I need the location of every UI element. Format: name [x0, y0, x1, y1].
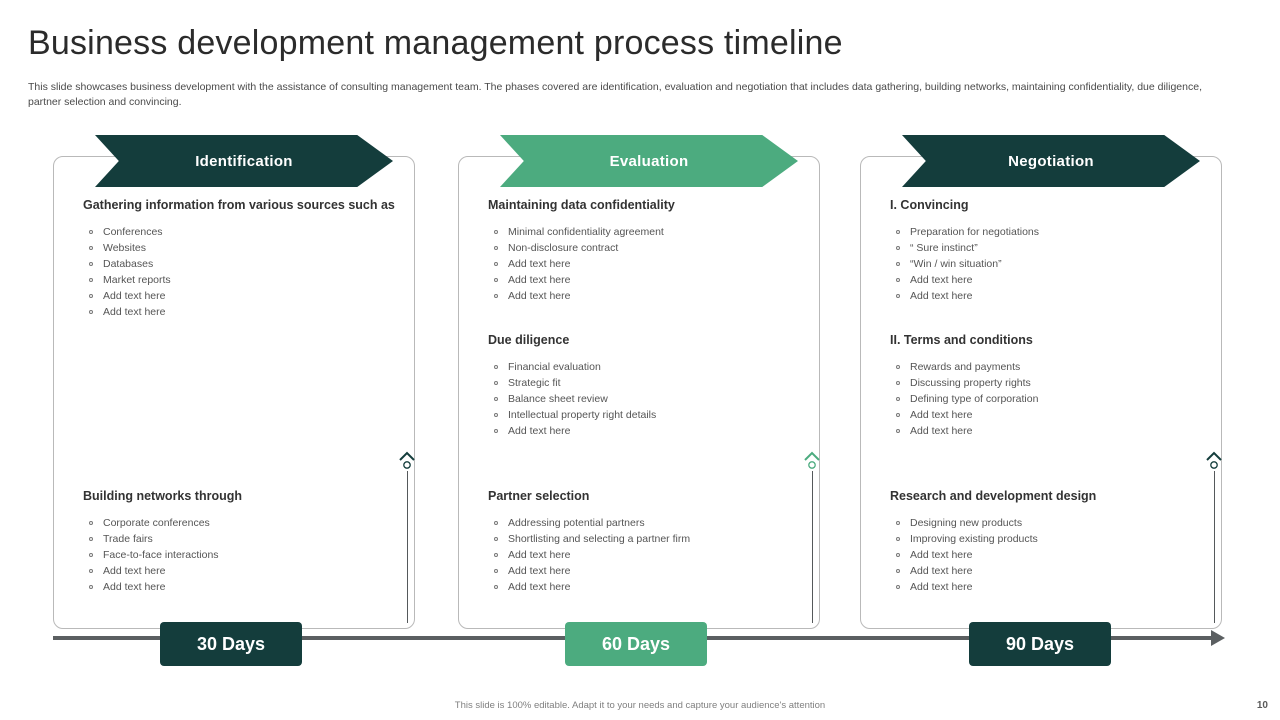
list-item: Add text here	[896, 579, 1208, 595]
bullet-list: Financial evaluation Strategic fit Balan…	[488, 359, 806, 439]
phase-column-identification: Identification Gathering information fro…	[53, 135, 417, 635]
milestone-badge-60-days[interactable]: 60 Days	[565, 622, 707, 666]
marker-stem	[407, 471, 408, 623]
milestone-badge-90-days[interactable]: 90 Days	[969, 622, 1111, 666]
list-item: Add text here	[896, 407, 1208, 423]
section-heading: Research and development design	[890, 489, 1097, 503]
list-item: Minimal confidentiality agreement	[494, 224, 806, 240]
spacer	[488, 304, 806, 332]
list-item: Add text here	[896, 563, 1208, 579]
list-item: Websites	[89, 240, 401, 256]
list-item: Add text here	[896, 272, 1208, 288]
list-item: Add text here	[494, 272, 806, 288]
list-item: Rewards and payments	[896, 359, 1208, 375]
phase-lower-content: Partner selection Addressing potential p…	[488, 488, 806, 595]
list-item: Add text here	[896, 547, 1208, 563]
bullet-list: Corporate conferences Trade fairs Face-t…	[83, 515, 401, 595]
list-item: Corporate conferences	[89, 515, 401, 531]
bullet-list: Conferences Websites Databases Market re…	[83, 224, 401, 320]
spacer	[890, 304, 1208, 332]
list-item: Defining type of corporation	[896, 391, 1208, 407]
list-item: Financial evaluation	[494, 359, 806, 375]
list-item: Add text here	[89, 304, 401, 320]
list-item: Non-disclosure contract	[494, 240, 806, 256]
list-item: Improving existing products	[896, 531, 1208, 547]
list-item: Intellectual property right details	[494, 407, 806, 423]
bullet-list: Preparation for negotiations “ Sure inst…	[890, 224, 1208, 304]
phase-banner-label: Evaluation	[609, 152, 689, 170]
phase-banner-label: Negotiation	[1008, 152, 1094, 170]
marker-stem	[1214, 471, 1215, 623]
list-item: Shortlisting and selecting a partner fir…	[494, 531, 806, 547]
section-heading: Maintaining data confidentiality	[488, 198, 675, 212]
list-item: Discussing property rights	[896, 375, 1208, 391]
list-item: “Win / win situation”	[896, 256, 1208, 272]
list-item: Add text here	[494, 579, 806, 595]
list-item: Add text here	[494, 256, 806, 272]
section-heading: Due diligence	[488, 333, 570, 347]
chevron-up-pin-icon	[803, 451, 821, 471]
phase-banner-negotiation[interactable]: Negotiation	[902, 135, 1200, 187]
list-item: Add text here	[494, 547, 806, 563]
list-item: Add text here	[89, 563, 401, 579]
list-item: Conferences	[89, 224, 401, 240]
list-item: Add text here	[896, 423, 1208, 439]
phase-lower-content: Research and development design Designin…	[890, 488, 1208, 595]
timeline-board: Identification Gathering information fro…	[0, 135, 1280, 655]
list-item: Designing new products	[896, 515, 1208, 531]
footer-note: This slide is 100% editable. Adapt it to…	[454, 700, 826, 711]
bullet-list: Addressing potential partners Shortlisti…	[488, 515, 806, 595]
chevron-up-pin-icon	[398, 451, 416, 471]
phase-column-negotiation: Negotiation I. Convincing Preparation fo…	[860, 135, 1224, 635]
list-item: Addressing potential partners	[494, 515, 806, 531]
list-item: Trade fairs	[89, 531, 401, 547]
list-item: Add text here	[494, 423, 806, 439]
chevron-up-pin-icon	[1205, 451, 1223, 471]
list-item: Databases	[89, 256, 401, 272]
phase-banner-identification[interactable]: Identification	[95, 135, 393, 187]
list-item: Preparation for negotiations	[896, 224, 1208, 240]
phase-banner-label: Identification	[195, 152, 293, 170]
slide-description: This slide showcases business developmen…	[28, 81, 1202, 108]
section-heading: Gathering information from various sourc…	[83, 198, 395, 212]
marker-stem	[812, 471, 813, 623]
milestone-label: 90 Days	[1005, 633, 1075, 654]
phase-upper-content: Maintaining data confidentiality Minimal…	[488, 197, 806, 439]
page-number: 10	[1256, 700, 1268, 711]
phase-card	[458, 156, 820, 629]
phase-upper-content: Gathering information from various sourc…	[83, 197, 401, 320]
bullet-list: Designing new products Improving existin…	[890, 515, 1208, 595]
list-item: Add text here	[494, 563, 806, 579]
milestone-badge-30-days[interactable]: 30 Days	[160, 622, 302, 666]
milestone-label: 60 Days	[601, 633, 671, 654]
section-heading: I. Convincing	[890, 198, 969, 212]
list-item: “ Sure instinct”	[896, 240, 1208, 256]
list-item: Add text here	[89, 579, 401, 595]
timeline-arrow-head-icon	[1211, 630, 1225, 646]
list-item: Add text here	[494, 288, 806, 304]
phase-lower-content: Building networks through Corporate conf…	[83, 488, 401, 595]
bullet-list: Rewards and payments Discussing property…	[890, 359, 1208, 439]
list-item: Strategic fit	[494, 375, 806, 391]
phase-upper-content: I. Convincing Preparation for negotiatio…	[890, 197, 1208, 439]
list-item: Balance sheet review	[494, 391, 806, 407]
section-heading: Partner selection	[488, 489, 590, 503]
list-item: Face-to-face interactions	[89, 547, 401, 563]
section-heading: II. Terms and conditions	[890, 333, 1033, 347]
phase-card	[53, 156, 415, 629]
phase-column-evaluation: Evaluation Maintaining data confidential…	[458, 135, 822, 635]
page-title: Business development management process …	[28, 24, 843, 62]
list-item: Add text here	[896, 288, 1208, 304]
phase-banner-evaluation[interactable]: Evaluation	[500, 135, 798, 187]
list-item: Add text here	[89, 288, 401, 304]
milestone-label: 30 Days	[196, 633, 266, 654]
bullet-list: Minimal confidentiality agreement Non-di…	[488, 224, 806, 304]
list-item: Market reports	[89, 272, 401, 288]
section-heading: Building networks through	[83, 489, 243, 503]
